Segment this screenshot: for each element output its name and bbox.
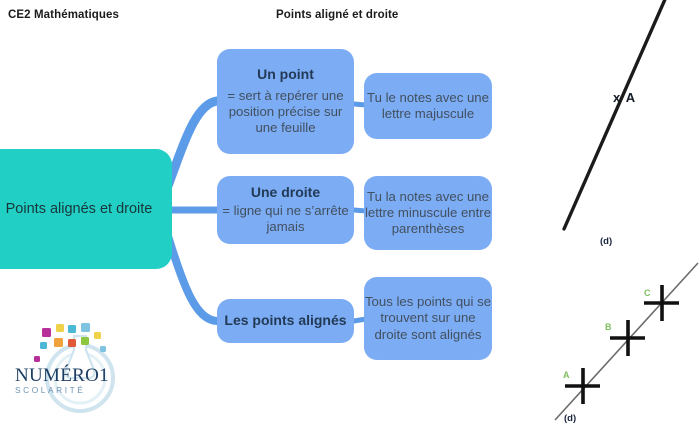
node-body-text: Tu la notes avec une lettre minuscule en…: [364, 188, 492, 237]
logo-confetti: [34, 323, 106, 362]
mindmap-node-une-droite-detail[interactable]: Tu la notes avec une lettre minuscule en…: [364, 176, 492, 250]
point-mark-C: [644, 285, 679, 321]
node-body-text: = sert à repérer une position précise su…: [227, 87, 344, 135]
illustration-graphics: [554, 0, 699, 421]
point-mark-A: [565, 368, 600, 404]
mindmap-node-les-points-alignes[interactable]: Les points alignés: [217, 299, 354, 343]
point-label-A: A: [563, 370, 570, 380]
page-title: Points aligné et droite: [276, 9, 399, 21]
mindmap: Points alignés et droite Un point = sert…: [0, 49, 492, 360]
header-subject: CE2 Mathématiques: [8, 9, 119, 21]
node-title: Les points alignés: [224, 312, 347, 329]
mindmap-center-node[interactable]: Points alignés et droite: [0, 149, 172, 269]
connector-to-les-points-alignes: [164, 232, 221, 325]
logo-graphic: [34, 323, 115, 413]
illustration-panel: x A (d) (d) A B C: [540, 0, 700, 441]
point-label-B: B: [605, 322, 612, 332]
mindmap-node-un-point-detail[interactable]: Tu le notes avec une lettre majuscule: [364, 73, 492, 139]
mindmap-node-les-points-alignes-detail[interactable]: Tous les points qui se trouvent sur une …: [364, 277, 492, 360]
mindmap-node-un-point[interactable]: Un point = sert à repérer une position p…: [217, 49, 354, 154]
line-label-d-upper: (d): [600, 236, 613, 247]
node-title: Une droite: [250, 183, 321, 200]
point-mark-B: [610, 320, 645, 356]
point-label-A-example: x A: [613, 90, 637, 105]
line-d-upper: [562, 0, 667, 231]
node-title: Un point: [257, 66, 314, 83]
center-node-label: Points alignés et droite: [5, 201, 153, 217]
node-body-text: Tu le notes avec une lettre majuscule: [367, 89, 489, 121]
logo: NUMÉRO1 SCOLARITÉ: [12, 322, 142, 426]
node-body-text: = ligne qui ne s’arrête jamais: [222, 203, 349, 235]
node-body-text: Tous les points qui se trouvent sur une …: [364, 294, 492, 342]
connector-to-un-point: [163, 96, 222, 191]
mindmap-connectors: [163, 96, 369, 325]
logo-flask-icon: [64, 334, 96, 380]
mindmap-node-une-droite[interactable]: Une droite = ligne qui ne s’arrête jamai…: [217, 176, 354, 244]
line-label-d-lower: (d): [564, 413, 577, 424]
point-label-C: C: [644, 288, 651, 298]
